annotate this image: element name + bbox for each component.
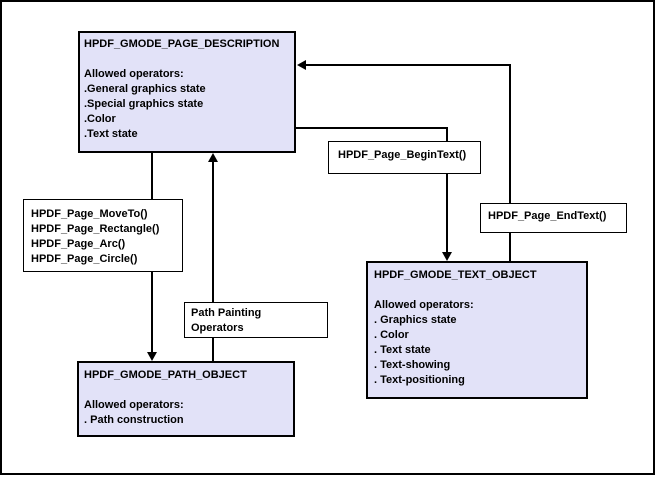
operator-item: . Text-showing [374,359,451,371]
connector-pathobject-to-pagedesc [212,162,214,361]
node-subtitle: Allowed operators: [84,68,184,80]
node-text-object: HPDF_GMODE_TEXT_OBJECT Allowed operators… [366,261,588,399]
connector-textobject-to-pagedesc-vertical [509,64,511,261]
operator-item: . Path construction [84,414,184,426]
operator-item: . Graphics state [374,314,457,326]
operator-item: . Color [374,329,409,341]
arrowhead-into-page-description-right [297,60,306,70]
node-move-functions: HPDF_Page_MoveTo() HPDF_Page_Rectangle()… [23,199,183,272]
node-page-description: HPDF_GMODE_PAGE_DESCRIPTION Allowed oper… [78,31,296,153]
label-line: Path Painting [191,307,262,319]
operator-item: .Color [84,113,116,125]
node-path-object: HPDF_GMODE_PATH_OBJECT Allowed operators… [77,361,295,437]
node-title: HPDF_GMODE_PAGE_DESCRIPTION [84,38,280,50]
function-label: HPDF_Page_Rectangle() [31,223,160,235]
node-subtitle: Allowed operators: [374,299,474,311]
operator-item: .General graphics state [84,83,206,95]
label-line: Operators [191,322,244,334]
operator-item: . Text-positioning [374,374,465,386]
node-end-text: HPDF_Page_EndText() [480,203,627,233]
function-label: HPDF_Page_Circle() [31,253,138,265]
function-label: HPDF_Page_BeginText() [338,149,467,161]
operator-item: . Text state [374,344,431,356]
connector-pagedesc-to-textobject-horizontal [296,127,448,129]
operator-item: .Special graphics state [84,98,204,110]
arrowhead-into-page-description-bottom [208,153,218,162]
function-label: HPDF_Page_Arc() [31,238,126,250]
arrowhead-into-path-object [147,352,157,361]
node-title: HPDF_GMODE_TEXT_OBJECT [374,269,537,281]
operator-item: .Text state [84,128,138,140]
connector-pagedesc-to-textobject-vertical [446,127,448,253]
node-title: HPDF_GMODE_PATH_OBJECT [84,369,247,381]
function-label: HPDF_Page_MoveTo() [31,208,148,220]
function-label: HPDF_Page_EndText() [488,210,607,222]
connector-textobject-to-pagedesc-horizontal [306,64,511,66]
node-begin-text: HPDF_Page_BeginText() [328,141,481,174]
arrowhead-into-text-object [442,252,452,261]
node-path-painting-operators: Path Painting Operators [184,302,328,338]
node-subtitle: Allowed operators: [84,399,184,411]
